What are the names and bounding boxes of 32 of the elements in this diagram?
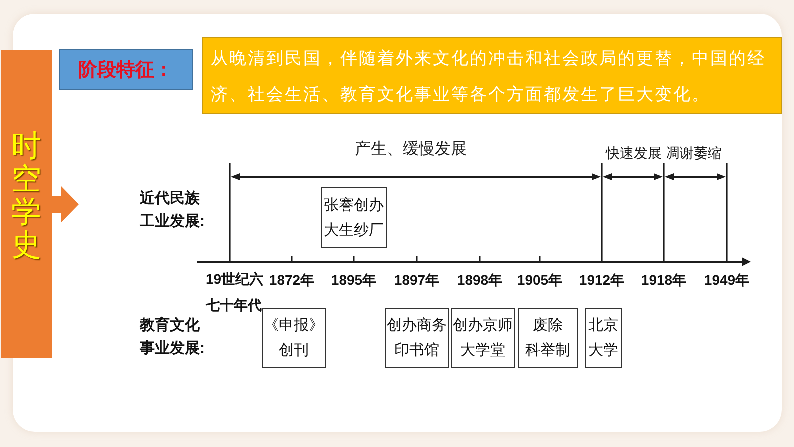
period-label: 快速发展 (606, 144, 662, 163)
tick-label: 1872年 (269, 271, 315, 290)
tick-label: 1898年 (457, 271, 503, 290)
heading-tag (59, 49, 193, 90)
tick-label: 1895年 (331, 271, 377, 290)
tick-label: 1949年 (704, 271, 750, 290)
summary-paragraph: 从晚清到民国，伴随着外来文化的冲击和社会政局的更替，中国的经济、社会生活、教育文化事业等各个方面都发生了巨大变化。 (211, 48, 767, 107)
event-box (585, 308, 622, 368)
event-box (451, 308, 515, 368)
side-title: 时空学史 (12, 130, 42, 262)
tick-label: 1905年 (517, 271, 563, 290)
period-label: 凋谢萎缩 (666, 144, 722, 163)
event-text: 《申报》创刊 (263, 316, 325, 361)
event-text: 废除科举制 (526, 316, 570, 361)
tick-label: 19世纪六七十年代 (206, 270, 265, 315)
tick-label: 1918年 (641, 271, 687, 290)
event-box (385, 308, 449, 368)
side-title-tab (1, 50, 79, 358)
event-box (262, 308, 326, 368)
row-heading: 教育文化事业发展: (140, 316, 206, 359)
event-text: 张謇创办大生纱厂 (323, 196, 385, 240)
event-box (321, 187, 387, 248)
tick-label: 1897年 (394, 271, 440, 290)
row-heading: 近代民族工业发展: (140, 189, 206, 232)
event-box (518, 308, 578, 368)
tick-label: 1912年 (579, 271, 625, 290)
event-text: 创办京师大学堂 (452, 316, 514, 361)
event-text: 北京大学 (588, 316, 620, 361)
event-text: 创办商务印书馆 (386, 316, 448, 361)
summary-panel (202, 37, 782, 114)
period-label: 产生、缓慢发展 (355, 140, 467, 160)
stage-heading: 阶段特征： (78, 58, 174, 82)
